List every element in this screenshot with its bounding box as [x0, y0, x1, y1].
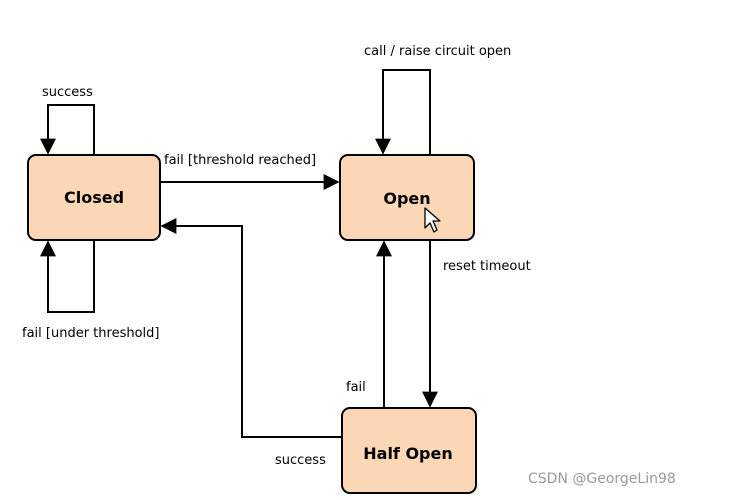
state-open: Open	[339, 154, 475, 241]
closed-success-loop-arrow	[40, 104, 95, 155]
open-call-loop-arrow	[375, 69, 431, 155]
half-open-to-closed-arrow	[160, 218, 342, 438]
state-open-label: Open	[383, 189, 430, 208]
half-open-to-closed-label: success	[275, 453, 326, 468]
closed-success-loop-label: success	[42, 85, 93, 100]
closed-fail-loop-arrow	[40, 240, 95, 313]
closed-fail-loop-label: fail [under threshold]	[22, 326, 159, 341]
open-call-loop-label: call / raise circuit open	[364, 44, 511, 59]
state-closed: Closed	[27, 154, 161, 241]
watermark-text: CSDN @GeorgeLin98	[528, 471, 676, 487]
open-to-half-open-label: reset timeout	[443, 259, 531, 274]
state-closed-label: Closed	[64, 188, 124, 207]
state-half-open-label: Half Open	[363, 444, 453, 463]
closed-to-open-label: fail [threshold reached]	[164, 153, 316, 168]
half-open-to-open-label: fail	[346, 380, 366, 395]
mouse-cursor-icon	[424, 207, 441, 233]
state-half-open: Half Open	[341, 407, 477, 494]
